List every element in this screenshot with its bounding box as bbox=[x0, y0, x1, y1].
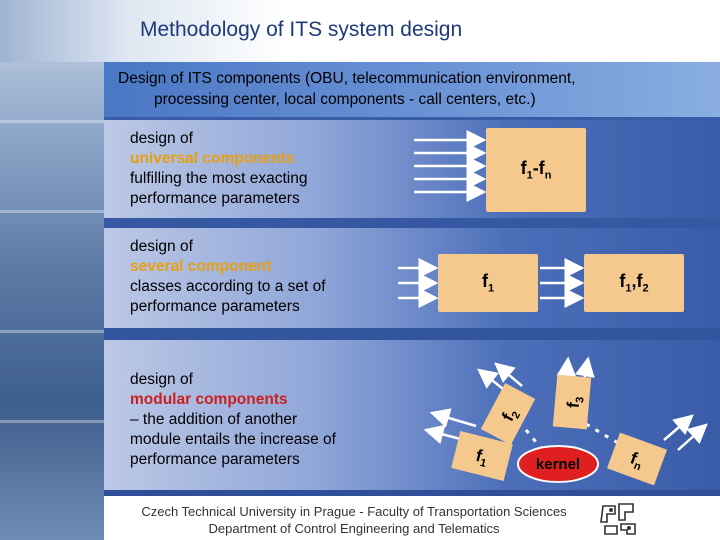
university-logo-icon bbox=[597, 500, 639, 538]
row-several-highlight: several component bbox=[130, 258, 272, 275]
footer-line-2: Department of Control Engineering and Te… bbox=[208, 521, 500, 536]
kernel-ellipse bbox=[517, 445, 599, 483]
row-modular-text: design of modular components – the addit… bbox=[130, 370, 336, 470]
header-box bbox=[104, 62, 720, 117]
module-f2: f2 bbox=[480, 383, 536, 445]
fn-arrows bbox=[663, 414, 708, 451]
row-several-line2: classes according to a set of bbox=[130, 278, 326, 295]
row-several-text: design of several component classes acco… bbox=[130, 237, 326, 317]
box-several-2: f1,f2 bbox=[584, 254, 684, 312]
header-line-1: Design of ITS components (OBU, telecommu… bbox=[118, 70, 576, 87]
row-modular-line2: – the addition of another bbox=[130, 411, 298, 428]
box-several-1-label: f1 bbox=[481, 271, 495, 295]
row-modular-line1: design of bbox=[130, 371, 193, 388]
row-universal-text: design of universal components fulfillin… bbox=[130, 129, 307, 209]
box-universal-label: f1-fn bbox=[520, 158, 552, 182]
kernel-label: kernel bbox=[536, 456, 580, 473]
dashed-links bbox=[524, 422, 619, 449]
row-several-line1: design of bbox=[130, 238, 193, 255]
row-universal-highlight: universal components bbox=[130, 150, 295, 167]
module-fn: fn bbox=[607, 432, 667, 486]
row-universal-line2: fulfilling the most exacting bbox=[130, 170, 308, 187]
footer-text: Czech Technical University in Prague - F… bbox=[104, 503, 604, 537]
input-arrows-several bbox=[398, 258, 585, 308]
row-universal-bg bbox=[104, 120, 720, 218]
box-several-2-label: f1,f2 bbox=[619, 271, 649, 295]
row-modular-line4: performance parameters bbox=[130, 451, 300, 468]
slide-title: Methodology of ITS system design bbox=[140, 18, 463, 41]
row-several-line3: performance parameters bbox=[130, 298, 300, 315]
input-arrows-universal bbox=[414, 130, 487, 202]
header-line-2: processing center, local components - ca… bbox=[154, 91, 536, 108]
row-universal-line1: design of bbox=[130, 130, 193, 147]
row-modular-highlight: modular components bbox=[130, 391, 288, 408]
row-universal-line3: performance parameters bbox=[130, 190, 300, 207]
left-photo-strip bbox=[0, 0, 104, 540]
footer-line-1: Czech Technical University in Prague - F… bbox=[141, 504, 567, 519]
header-text: Design of ITS components (OBU, telecommu… bbox=[118, 68, 708, 110]
module-f1: f1 bbox=[451, 431, 513, 481]
box-several-1: f1 bbox=[438, 254, 538, 312]
title-band bbox=[0, 0, 720, 62]
row-modular-line3: module entails the increase of bbox=[130, 431, 336, 448]
module-f3: f3 bbox=[552, 374, 592, 430]
box-universal: f1-fn bbox=[486, 128, 586, 212]
